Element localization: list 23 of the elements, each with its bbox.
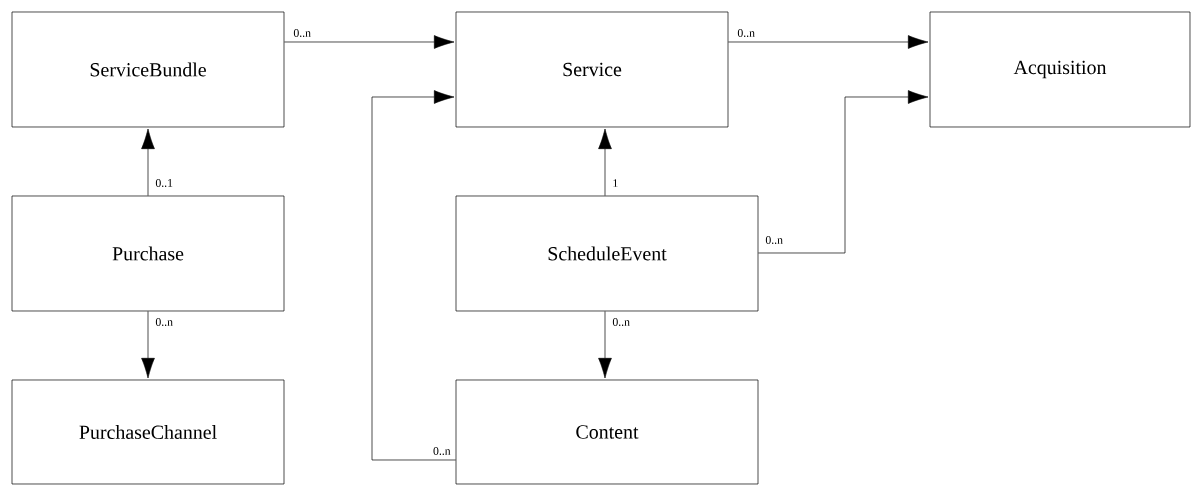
multiplicity-label: 0..1 [154,177,175,189]
arrow [598,128,612,196]
class-box: Purchase [11,195,285,312]
arrow [371,90,456,461]
multiplicity-label: 0..n [611,316,632,328]
arrow [141,311,155,379]
class-box: Acquisition [929,11,1191,128]
multiplicity-label: 1 [611,177,620,189]
multiplicity-label: 0..n [764,234,785,246]
arrow [728,35,929,49]
multiplicity-label: 0..n [292,27,313,39]
class-box: PurchaseChannel [11,379,285,485]
arrow [598,311,612,379]
class-box: ScheduleEvent [455,195,759,312]
multiplicity-label: 0..n [431,445,452,457]
multiplicity-label: 0..n [736,27,757,39]
class-box: ServiceBundle [11,11,285,128]
class-box: Service [455,11,729,128]
arrow [284,35,455,49]
multiplicity-label: 0..n [154,316,175,328]
arrow [141,128,155,196]
arrow [758,90,929,254]
class-box: Content [455,379,759,485]
